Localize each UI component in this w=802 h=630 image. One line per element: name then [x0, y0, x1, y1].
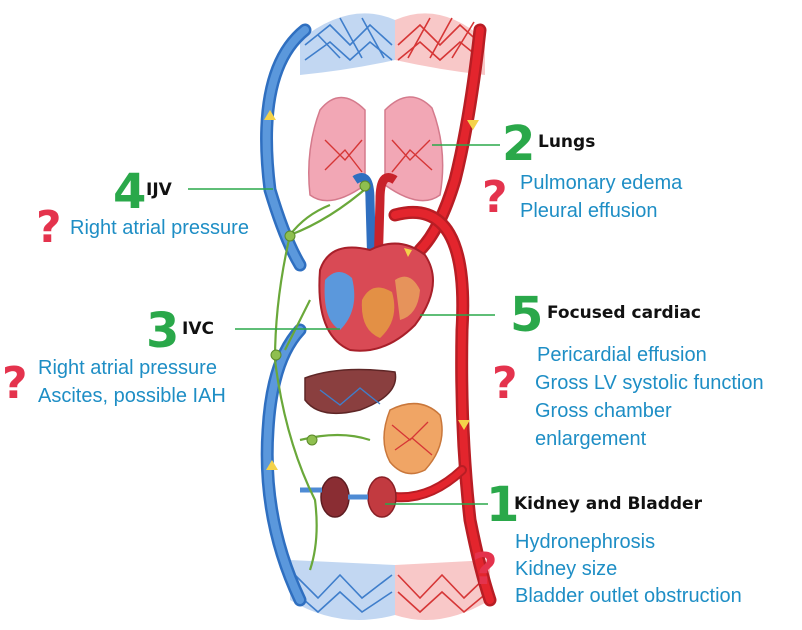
- finding-ijv-1: Right atrial pressure: [70, 217, 249, 239]
- site-label-ivc: IVC: [182, 319, 214, 339]
- kidneys: [300, 476, 397, 518]
- heart: [318, 242, 434, 352]
- liver: [304, 368, 397, 415]
- question-mark-icon: ?: [492, 358, 518, 409]
- question-mark-icon: ?: [36, 202, 62, 253]
- leader-lines: [188, 144, 500, 505]
- finding-ivc-2: Ascites, possible IAH: [38, 385, 226, 407]
- question-mark-icon: ?: [472, 544, 498, 595]
- upper-capillary-bed: [300, 13, 485, 76]
- finding-cardiac-1: Pericardial effusion: [537, 344, 707, 366]
- site-label-cardiac: Focused cardiac: [547, 303, 701, 323]
- site-number-lungs: 2: [502, 116, 536, 172]
- flow-arrows: [264, 110, 479, 470]
- site-number-kidney: 1: [486, 477, 520, 533]
- finding-cardiac-4: enlargement: [535, 428, 647, 450]
- finding-kidney-3: Bladder outlet obstruction: [515, 585, 742, 607]
- site-number-ijv: 4: [113, 164, 147, 220]
- finding-kidney-2: Kidney size: [515, 558, 618, 580]
- finding-lungs-1: Pulmonary edema: [520, 172, 683, 194]
- question-mark-icon: ?: [482, 172, 508, 223]
- lower-capillary-bed: [290, 560, 490, 620]
- site-number-ivc: 3: [146, 303, 180, 359]
- finding-ivc-1: Right atrial pressure: [38, 357, 217, 379]
- finding-cardiac-3: Gross chamber: [535, 400, 672, 422]
- site-label-kidney: Kidney and Bladder: [514, 494, 702, 514]
- finding-cardiac-2: Gross LV systolic function: [535, 372, 764, 394]
- question-mark-icon: ?: [2, 358, 28, 409]
- site-label-ijv: IJV: [146, 180, 172, 200]
- arterial-loop: [388, 23, 497, 607]
- lungs: [308, 96, 444, 271]
- intestines: [383, 402, 443, 475]
- site-number-cardiac: 5: [510, 287, 544, 343]
- finding-kidney-1: Hydronephrosis: [515, 531, 656, 553]
- site-label-lungs: Lungs: [538, 132, 596, 152]
- finding-lungs-2: Pleural effusion: [520, 200, 658, 222]
